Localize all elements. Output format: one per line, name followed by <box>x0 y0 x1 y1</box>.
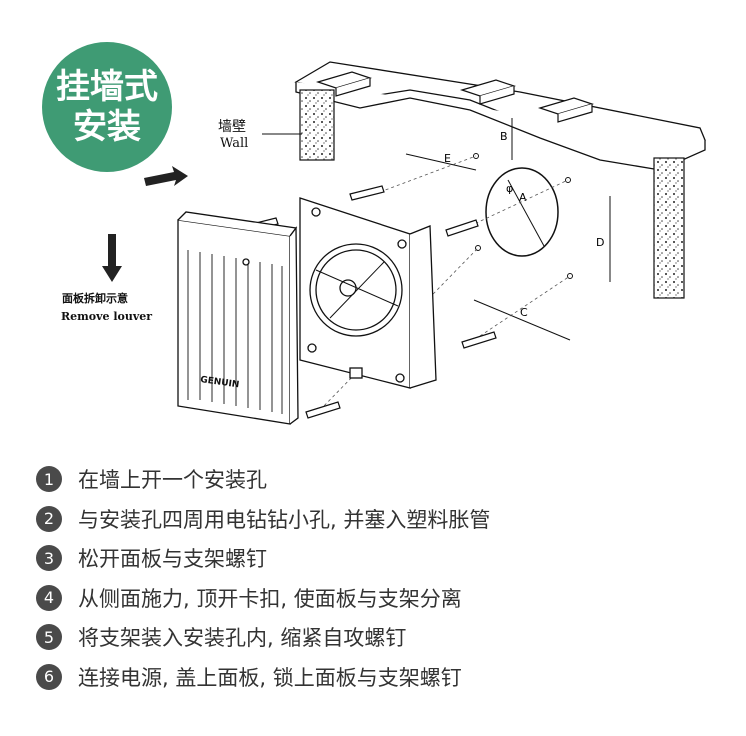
dim-d-label: D <box>596 236 604 249</box>
step-number-badge: 1 <box>36 466 62 492</box>
mounting-frame <box>299 197 437 389</box>
remove-louver-label-en: Remove louver <box>61 310 153 323</box>
step-text: 连接电源, 盖上面板, 锁上面板与支架螺钉 <box>78 665 462 690</box>
badge-line-2: 安装 <box>73 107 141 147</box>
wall-bricks <box>315 71 595 123</box>
wall-section-right <box>653 157 685 299</box>
badge-line-1: 挂墙式 <box>56 67 158 107</box>
dim-e-label: E <box>444 152 451 165</box>
step-item: 3 松开面板与支架螺钉 <box>36 544 716 572</box>
step-number-badge: 4 <box>36 584 62 611</box>
step-item: 4 从侧面施力, 顶开卡扣, 使面板与支架分离 <box>36 584 716 612</box>
step-number-badge: 2 <box>36 505 62 532</box>
step-number-badge: 6 <box>36 663 62 690</box>
step-text: 从侧面施力, 顶开卡扣, 使面板与支架分离 <box>78 586 462 611</box>
phi-label: φ <box>506 182 513 195</box>
mount-type-badge: 挂墙式 安装 <box>42 42 172 172</box>
dim-b-label: B <box>500 130 508 143</box>
install-steps-list: 1 在墙上开一个安装孔 2 与安装孔四周用电钻钻小孔, 并塞入塑料胀管 3 松开… <box>36 465 716 703</box>
step-text: 在墙上开一个安装孔 <box>78 468 267 492</box>
arrow-right-icon <box>144 166 188 186</box>
wall-hole <box>485 167 559 257</box>
step-text: 与安装孔四周用电钻钻小孔, 并塞入塑料胀管 <box>78 507 491 532</box>
step-number-badge: 3 <box>36 545 62 572</box>
dim-a-label: A <box>519 191 527 204</box>
step-item: 5 将支架装入安装孔内, 缩紧自攻螺钉 <box>36 623 716 651</box>
arrow-down-icon <box>102 234 122 282</box>
step-item: 6 连接电源, 盖上面板, 锁上面板与支架螺钉 <box>36 663 716 691</box>
wall-section-left <box>299 89 335 161</box>
step-text: 松开面板与支架螺钉 <box>78 547 267 572</box>
remove-louver-label-cn: 面板拆卸示意 <box>62 292 128 305</box>
wall-label-cn: 墙壁 <box>218 119 246 135</box>
wall-label-en: Wall <box>220 136 249 151</box>
step-number-badge: 5 <box>36 624 62 651</box>
step-item: 1 在墙上开一个安装孔 <box>36 465 716 493</box>
louver-panel <box>177 211 299 425</box>
step-item: 2 与安装孔四周用电钻钻小孔, 并塞入塑料胀管 <box>36 505 716 533</box>
dim-c-label: C <box>520 306 528 319</box>
installation-diagram: A φ B E D C <box>102 61 706 425</box>
step-text: 将支架装入安装孔内, 缩紧自攻螺钉 <box>78 626 407 651</box>
